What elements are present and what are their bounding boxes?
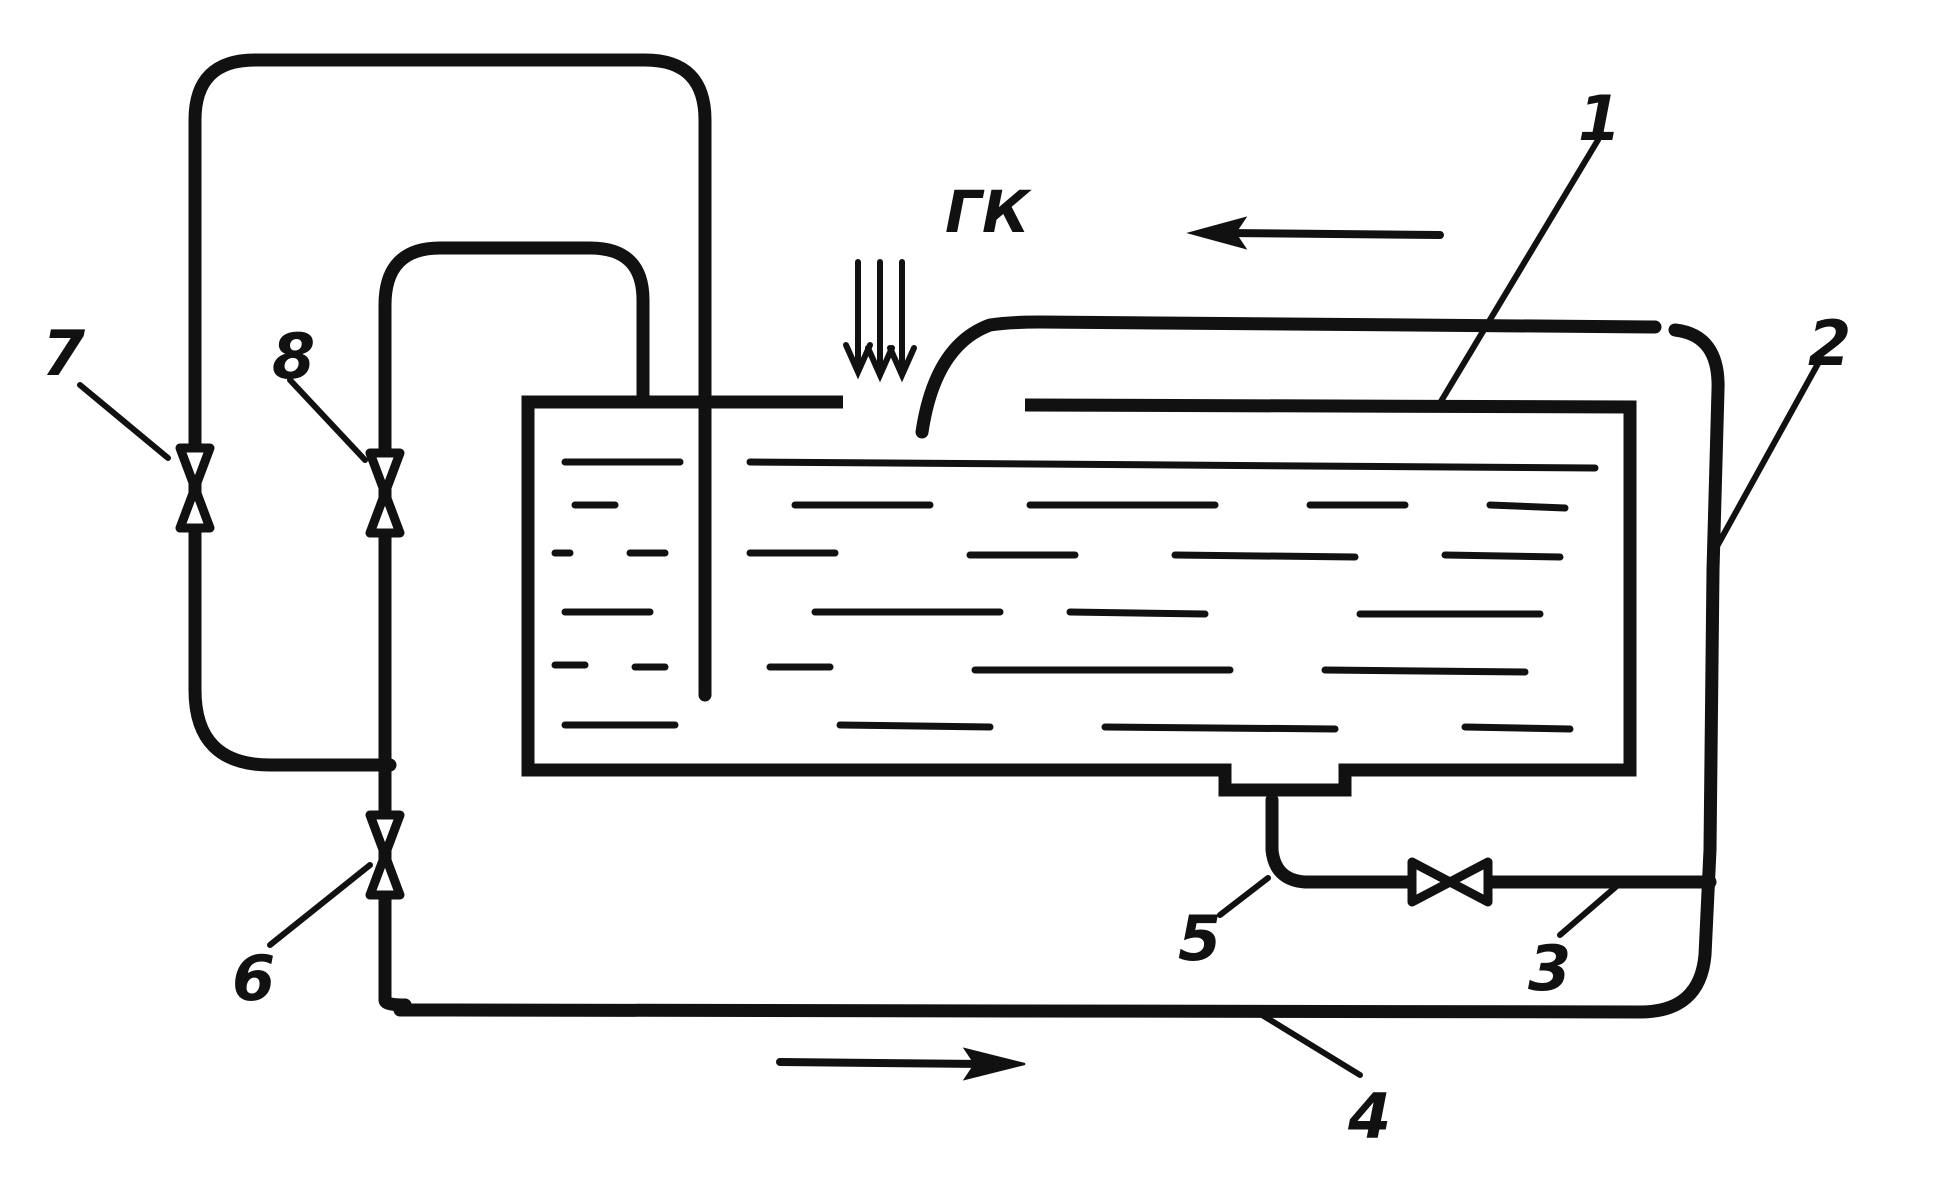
valve-lower bbox=[365, 810, 405, 900]
callout-valve-outer: 7 bbox=[42, 317, 86, 390]
arrow-bottom-right bbox=[776, 1047, 1026, 1081]
leader-7 bbox=[77, 382, 171, 461]
gas-hood-pipe bbox=[915, 315, 1662, 439]
flow-label: ГК bbox=[945, 178, 1032, 246]
bottom-return-pipe bbox=[393, 323, 1725, 1019]
callout-tank: 1 bbox=[1578, 82, 1621, 155]
callout-bottom-pipe: 4 bbox=[1347, 1080, 1391, 1153]
valve-inner bbox=[365, 448, 405, 538]
leader-4 bbox=[1259, 1012, 1363, 1078]
outlet-pipe bbox=[1265, 793, 1417, 889]
inner-loop-pipe bbox=[378, 241, 650, 1012]
leader-2 bbox=[1712, 357, 1823, 553]
callout-outlet-pipe: 5 bbox=[1178, 902, 1221, 975]
leader-3 bbox=[1557, 882, 1621, 938]
callout-valve-inner: 8 bbox=[272, 320, 315, 393]
leader-lines bbox=[77, 137, 1823, 1078]
callout-right-pipe: 2 bbox=[1808, 307, 1851, 380]
leader-5 bbox=[1217, 875, 1271, 918]
leader-1 bbox=[1437, 137, 1601, 406]
valves bbox=[175, 443, 1493, 907]
liquid-lines bbox=[551, 458, 1599, 733]
callout-drain-valve: 3 bbox=[1528, 932, 1571, 1005]
outer-loop-pipe bbox=[188, 53, 712, 772]
arrow-top-left bbox=[1186, 216, 1444, 250]
callout-valve-lower: 6 bbox=[232, 942, 275, 1015]
valve-drain bbox=[1407, 857, 1493, 907]
leader-8 bbox=[287, 377, 368, 463]
tank bbox=[521, 395, 1637, 797]
flow-arrows bbox=[776, 216, 1444, 1081]
valve-outer bbox=[175, 443, 215, 533]
arrows-down-gk bbox=[843, 259, 917, 383]
tank-outline bbox=[521, 395, 1637, 797]
leader-6 bbox=[267, 862, 373, 948]
pipes bbox=[188, 53, 1725, 1019]
